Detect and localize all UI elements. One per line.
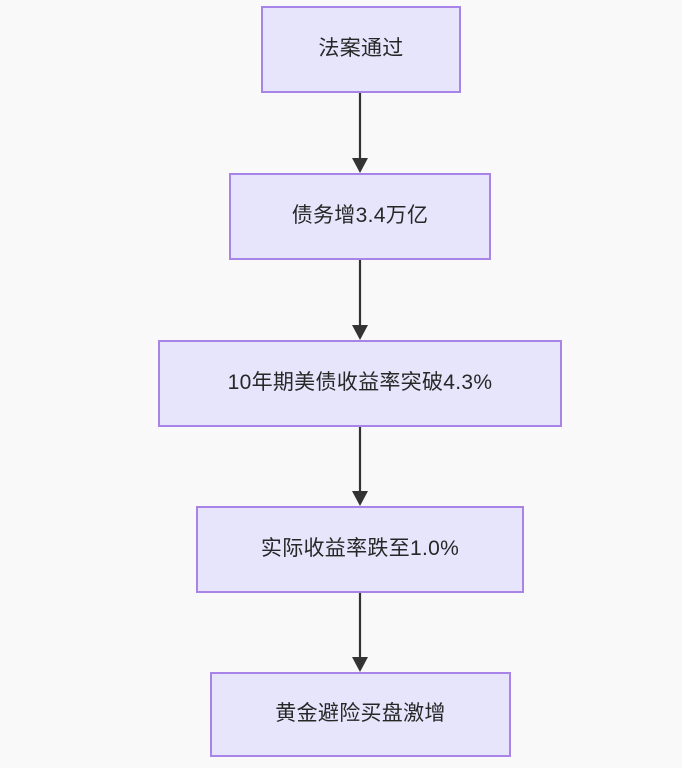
edge-yield-to-real-yield [352, 427, 368, 506]
flow-node-label: 10年期美债收益率突破4.3% [227, 371, 493, 395]
arrowhead-icon [352, 491, 368, 506]
flow-node-treasury-yield[interactable]: 10年期美债收益率突破4.3% [158, 340, 562, 427]
flow-node-label: 黄金避险买盘激增 [275, 702, 446, 726]
edge-bill-to-debt [352, 93, 368, 173]
edge-debt-to-yield [352, 260, 368, 340]
arrowhead-icon [352, 657, 368, 672]
flow-node-bill-passed[interactable]: 法案通过 [261, 6, 461, 93]
flow-node-label: 债务增3.4万亿 [291, 204, 429, 228]
flow-node-real-yield[interactable]: 实际收益率跌至1.0% [196, 506, 524, 593]
arrowhead-icon [352, 325, 368, 340]
edge-real-yield-to-gold [352, 593, 368, 672]
arrowhead-icon [352, 158, 368, 173]
flow-node-label: 实际收益率跌至1.0% [260, 537, 460, 561]
flow-node-gold-demand[interactable]: 黄金避险买盘激增 [210, 672, 511, 757]
flow-node-debt-increase[interactable]: 债务增3.4万亿 [229, 173, 491, 260]
flow-node-label: 法案通过 [318, 37, 404, 61]
